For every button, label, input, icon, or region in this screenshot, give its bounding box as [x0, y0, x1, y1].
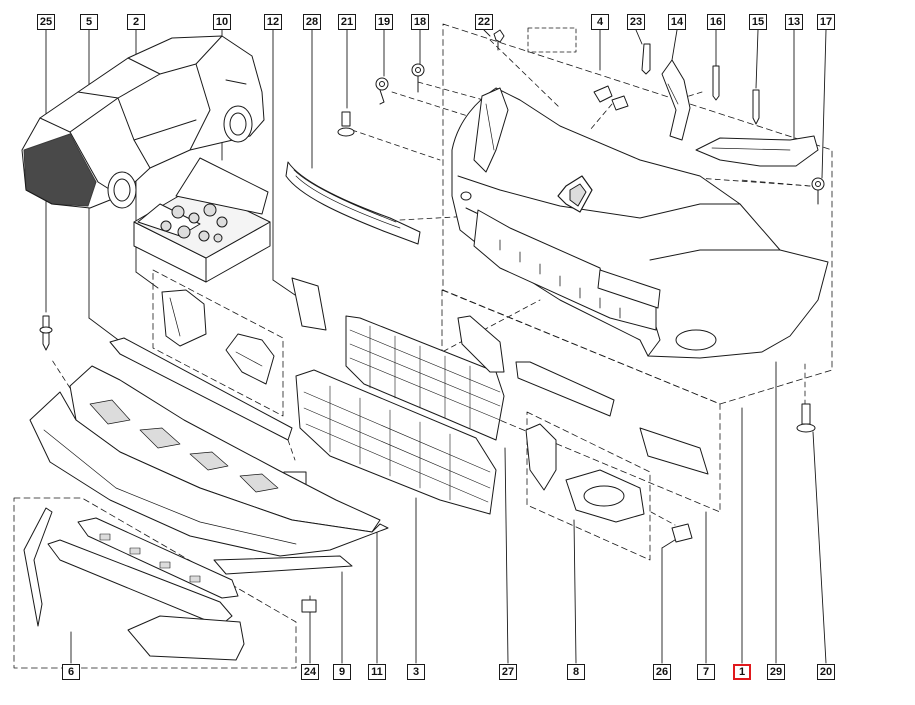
callout-18[interactable]: 18 [411, 14, 429, 30]
callout-22[interactable]: 22 [475, 14, 493, 30]
callout-13[interactable]: 13 [785, 14, 803, 30]
callout-6[interactable]: 6 [62, 664, 80, 680]
callout-20[interactable]: 20 [817, 664, 835, 680]
fastener-kit-box [133, 157, 271, 283]
callout-25[interactable]: 25 [37, 14, 55, 30]
upper-brackets [337, 27, 825, 205]
callout-9[interactable]: 9 [333, 664, 351, 680]
car-illustration [21, 35, 265, 209]
bumper-air-vent [473, 87, 509, 173]
bumper-emblem [557, 175, 593, 213]
callout-8[interactable]: 8 [567, 664, 585, 680]
lower-spoiler-parts [23, 507, 353, 661]
callout-4[interactable]: 4 [591, 14, 609, 30]
fasteners-misc [39, 315, 816, 433]
callout-1-highlighted[interactable]: 1 [733, 664, 751, 680]
callout-3[interactable]: 3 [407, 664, 425, 680]
callout-12[interactable]: 12 [264, 14, 282, 30]
callout-28[interactable]: 28 [303, 14, 321, 30]
callout-17[interactable]: 17 [817, 14, 835, 30]
callout-5[interactable]: 5 [80, 14, 98, 30]
callout-2[interactable]: 2 [127, 14, 145, 30]
callout-7[interactable]: 7 [697, 664, 715, 680]
callout-27[interactable]: 27 [499, 664, 517, 680]
callout-23[interactable]: 23 [627, 14, 645, 30]
callout-10[interactable]: 10 [213, 14, 231, 30]
upper-grille-strip [285, 161, 421, 245]
callout-21[interactable]: 21 [338, 14, 356, 30]
callout-11[interactable]: 11 [368, 664, 386, 680]
side-trim-parts [457, 315, 709, 543]
callout-24[interactable]: 24 [301, 664, 319, 680]
callout-29[interactable]: 29 [767, 664, 785, 680]
callout-26[interactable]: 26 [653, 664, 671, 680]
callout-19[interactable]: 19 [375, 14, 393, 30]
callout-16[interactable]: 16 [707, 14, 725, 30]
undertray-absorber [29, 337, 389, 557]
car-front-grille-highlight [23, 133, 97, 207]
callout-15[interactable]: 15 [749, 14, 767, 30]
lower-grille [345, 315, 505, 441]
bumper-cover [451, 87, 829, 359]
callout-14[interactable]: 14 [668, 14, 686, 30]
lower-grille-frame [295, 369, 497, 515]
